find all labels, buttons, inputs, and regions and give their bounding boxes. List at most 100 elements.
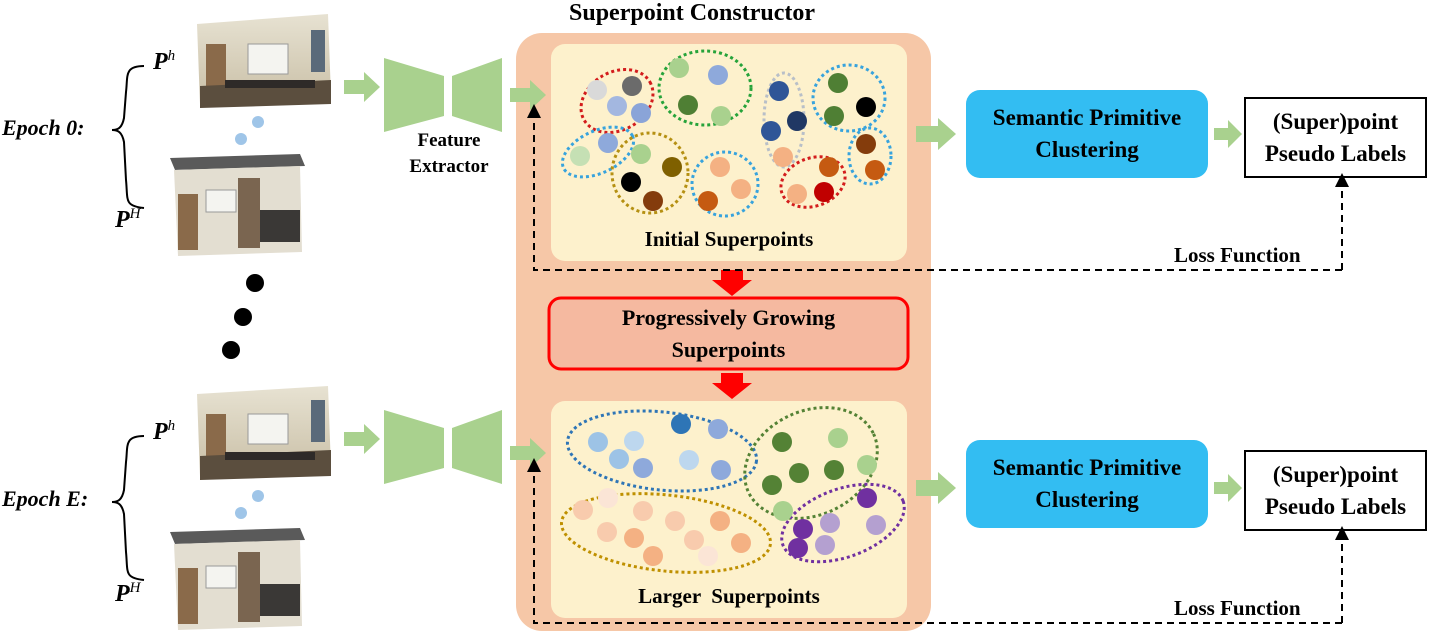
larger-superpoint-points [573,414,886,566]
pseudo-labels-box-top [1244,97,1427,178]
labels-line2: Pseudo Labels [1264,493,1407,519]
epochE-p-small: Ph [153,418,175,446]
point [820,513,840,533]
cluster-ellipse [610,131,690,215]
point [621,172,641,192]
p-superscript: h [167,418,176,434]
room-scan-epochE-top [197,386,331,480]
point [711,460,731,480]
point [828,428,848,448]
room-scan-epoch0-top [197,14,331,108]
cluster-ellipse [811,63,887,133]
point [788,538,808,558]
point [865,160,885,180]
point [633,458,653,478]
point [762,475,782,495]
point [857,455,877,475]
point [598,133,618,153]
clustering-line1: Semantic Primitive [992,105,1182,130]
scan-dot [252,490,264,502]
p-symbol: P [153,49,168,75]
point [684,530,704,550]
point [731,533,751,553]
progressive-growing-box [547,296,910,371]
point [624,528,644,548]
ellipsis-dot [246,274,264,292]
pseudo-labels-label-bottom: (Super)point Pseudo Labels [1245,451,1426,530]
point [671,414,691,434]
point [622,76,642,96]
point [772,432,792,452]
point [624,431,644,451]
point [698,546,718,566]
point [643,191,663,211]
epoch0-p-small: Ph [153,48,175,76]
green-arrow-superpoints-to-clustering-0 [916,118,956,150]
labels-line2: Pseudo Labels [1264,140,1407,166]
point [824,460,844,480]
decoder-trapezoid-0 [452,58,502,132]
green-arrow-scan-to-extractor-E [344,424,380,454]
point [773,147,793,167]
scan-dot [235,133,247,145]
green-arrow-extractor-to-superpoints-0 [510,80,546,110]
progressive-line1: Progressively Growing [621,304,836,330]
loss-function-label-bottom: Loss Function [1172,596,1303,621]
point [789,463,809,483]
point [866,515,886,535]
initial-superpoint-points [570,58,885,211]
scan-dot [235,507,247,519]
feature-extractor-line2: Extractor [409,156,489,177]
pseudo-labels-box-bottom [1244,450,1427,531]
labels-line1: (Super)point [1272,461,1399,487]
cluster-ellipse [690,150,760,218]
point [711,106,731,126]
epoch0-p-big: PH [115,206,141,234]
ellipsis-dot [234,308,252,326]
loss-feedback-line-bottom-horizontal [527,458,1342,624]
point [598,488,618,508]
semantic-clustering-label-bottom: Semantic Primitive Clustering [966,440,1208,528]
point [824,106,844,126]
epochE-label: Epoch E: [2,486,89,511]
room-scan-epoch0-bottom [170,154,305,256]
point [588,432,608,452]
point [662,157,682,177]
feature-extractor-line1: Feature [417,130,481,151]
point [856,97,876,117]
point [631,103,651,123]
point [698,191,718,211]
point [731,179,751,199]
loss-feedback-line-top-horizontal [527,104,1342,271]
labels-line1: (Super)point [1272,108,1399,134]
progressive-line2: Superpoints [671,336,786,362]
point [828,73,848,93]
point [665,511,685,531]
p-superscript: h [167,48,176,64]
point [856,134,876,154]
point [857,488,877,508]
point [819,157,839,177]
epoch0-label: Epoch 0: [2,115,85,140]
cluster-ellipse [657,49,753,127]
point [793,519,813,539]
point [607,96,627,116]
cluster-ellipse [579,68,655,134]
semantic-clustering-label-top: Semantic Primitive Clustering [966,90,1208,178]
decoder-trapezoid-E [452,410,502,484]
brace-epochE [111,435,145,581]
feature-extractor-label: Feature Extractor [386,128,512,180]
p-symbol: P [115,207,130,233]
scan-dot [252,116,264,128]
point [708,65,728,85]
point [769,81,789,101]
semantic-clustering-box-top [966,90,1208,178]
cluster-ellipse [560,125,636,179]
cluster-ellipse [780,482,906,564]
brace-epoch0 [111,65,145,209]
ellipsis-dot [222,341,240,359]
p-superscript: H [129,580,141,596]
red-down-arrow-1 [712,270,752,296]
clustering-line2: Clustering [1035,487,1139,512]
